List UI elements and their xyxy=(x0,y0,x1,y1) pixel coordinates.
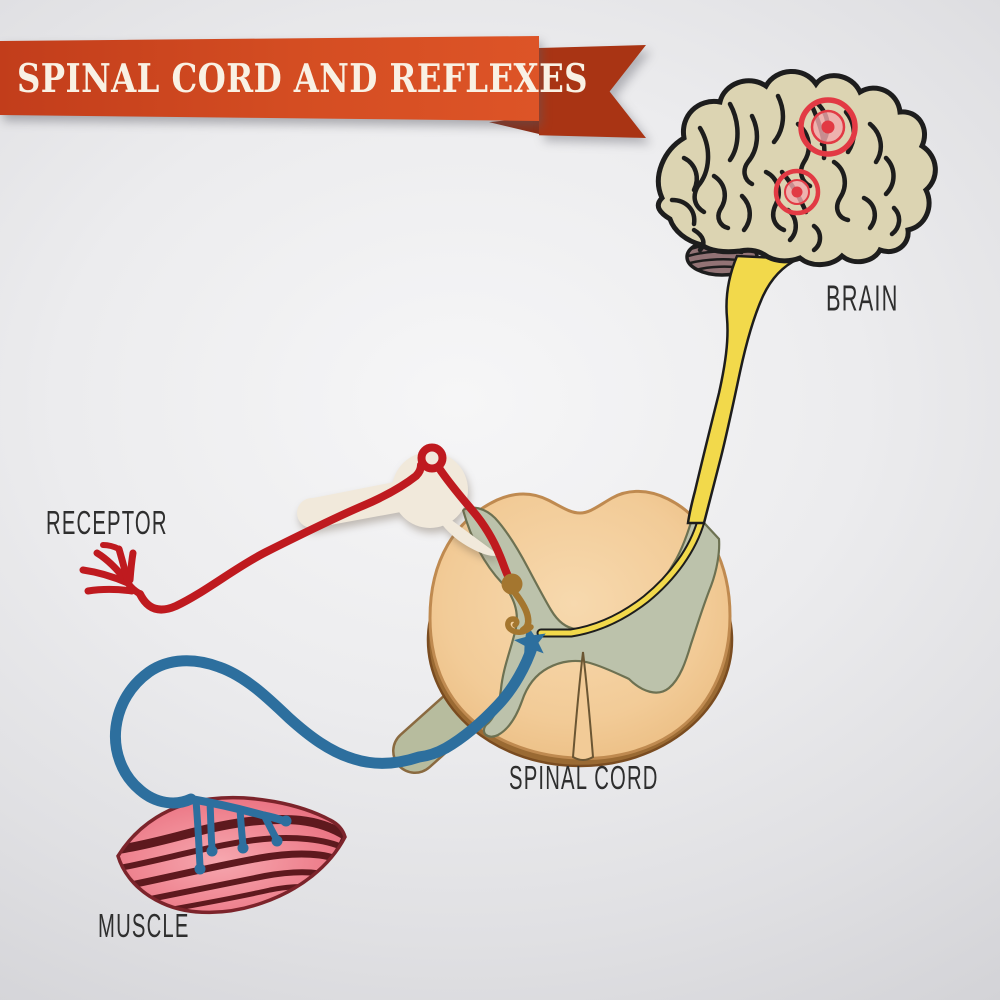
motor-neuron xyxy=(109,639,539,875)
muscle-body xyxy=(118,797,345,913)
brain-illustration xyxy=(655,69,938,525)
receptor-endings xyxy=(79,542,144,598)
cerebrum xyxy=(655,69,938,267)
stimulus-target-icon-large xyxy=(798,97,858,157)
interneuron xyxy=(501,573,534,635)
stimulus-target-icon-small xyxy=(773,168,821,216)
brainstem xyxy=(686,254,799,525)
synapse-star xyxy=(514,625,546,658)
ganglion-loop xyxy=(417,443,447,473)
poster-title: SPINAL CORD AND REFLEXES xyxy=(17,55,588,102)
label-receptor: RECEPTOR xyxy=(46,503,168,542)
label-muscle: MUSCLE xyxy=(98,906,190,945)
title-banner: SPINAL CORD AND REFLEXES xyxy=(0,0,1000,180)
ganglion-knob xyxy=(392,452,468,528)
banner-ribbon-tail xyxy=(539,45,646,138)
anterior-median-fissure xyxy=(571,651,595,761)
banner-band xyxy=(0,36,539,121)
ascending-pathway xyxy=(536,516,706,638)
label-brain: BRAIN xyxy=(826,278,899,319)
label-spinal-cord: SPINAL CORD xyxy=(509,758,659,797)
sensory-neuron xyxy=(79,443,512,614)
muscle-illustration xyxy=(116,795,347,915)
neuron-soma xyxy=(501,573,523,595)
axon-terminal-hook xyxy=(505,616,534,635)
motor-end-plates xyxy=(187,795,292,875)
